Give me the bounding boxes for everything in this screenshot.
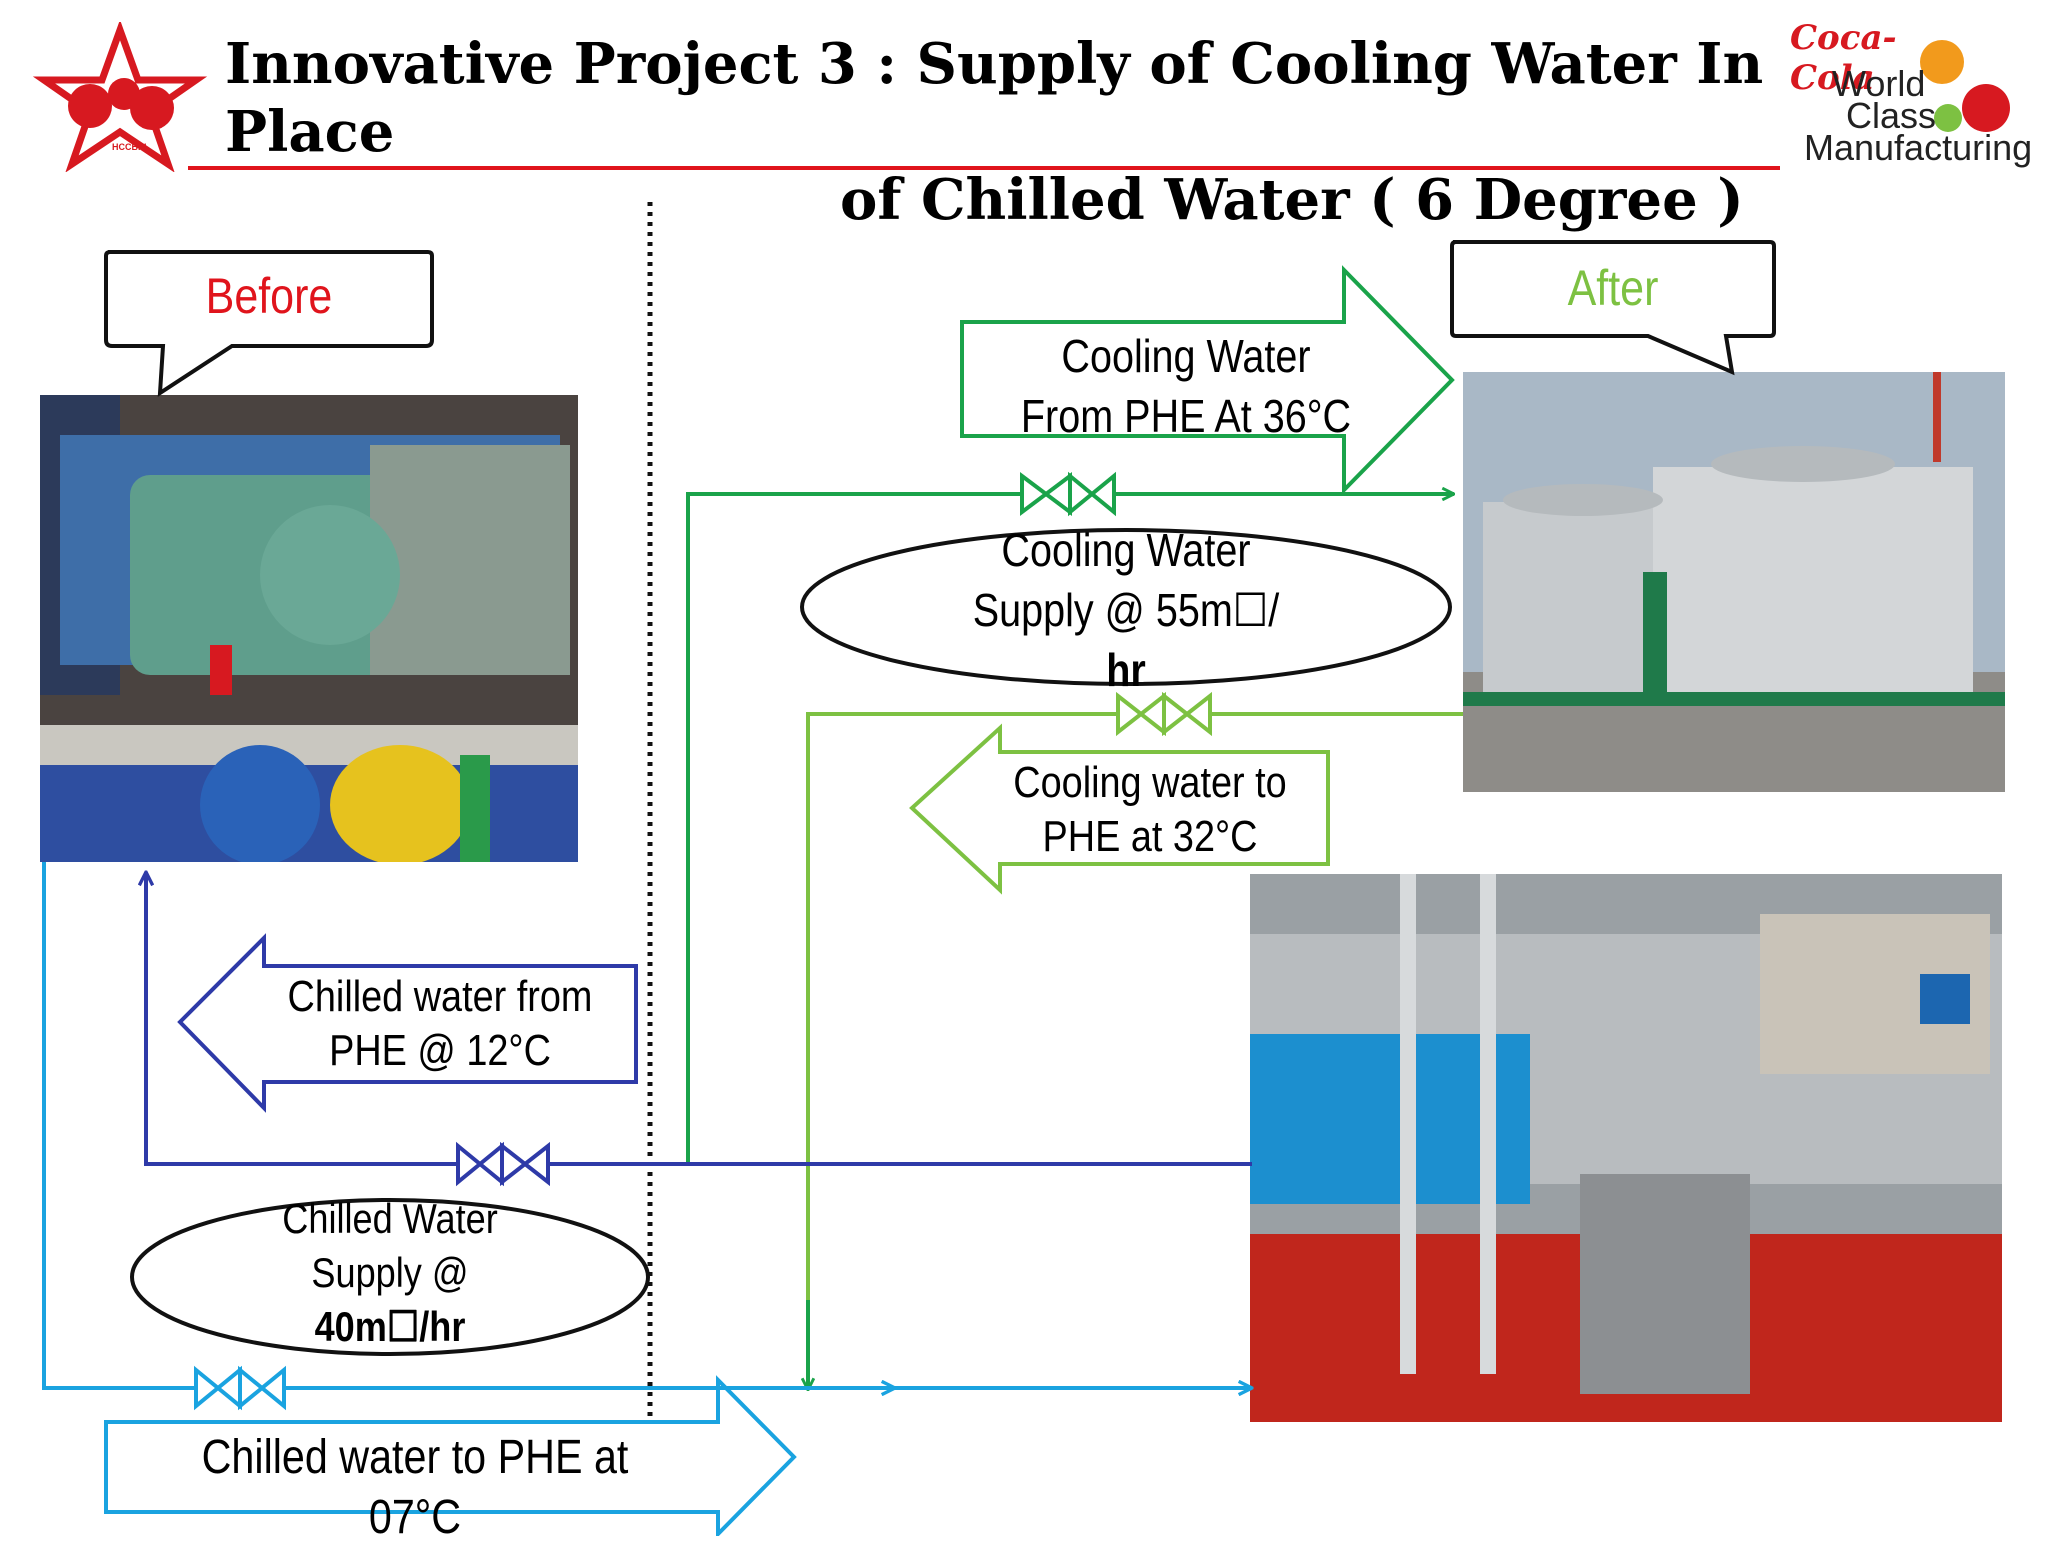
chilled-to-phe-label: Chilled water to PHE at 07°C: [201, 1431, 629, 1544]
cooling-to-phe-arrow: [909, 723, 1330, 895]
valve-chilled-return-icon: [456, 1141, 550, 1187]
chilled-supply-label: Chilled Water Supply @ 40m☐/hr: [282, 1195, 498, 1350]
chilled-supply-ellipse: [130, 1198, 650, 1356]
hccbpl-star-logo: HCCBPL: [32, 22, 208, 172]
chilled-from-phe-label: Chilled water from PHE @ 12°C: [287, 972, 593, 1075]
after-label: After: [1567, 260, 1659, 316]
logo-circle-left: [68, 84, 112, 128]
cooling-return-line: [686, 494, 1454, 1164]
chilled-to-phe-arrow: [104, 1375, 797, 1536]
chiller-compressor-photo: [40, 395, 578, 862]
cooling-supply-label: Cooling Water Supply @ 55m☐/ hr: [972, 524, 1280, 696]
gear-icon: [1920, 40, 2010, 132]
chilled-supply-line: [42, 862, 1252, 1388]
cooling-supply-ellipse: [800, 528, 1452, 686]
coca-cola-wordmark: Coca-Cola: [1790, 18, 1897, 98]
before-photo: [40, 395, 578, 862]
wcm-logo: Coca-Cola World Class Manufacturing: [1790, 16, 2040, 176]
after-callout: [1450, 240, 1776, 376]
after-photo: [1463, 372, 2005, 792]
logo-circle-right: [130, 86, 174, 130]
before-callout: [104, 250, 434, 397]
phe-photo: [1250, 874, 2002, 1422]
title-underline: [188, 166, 1780, 170]
valve-cooling-return-icon: [1020, 471, 1116, 517]
plate-heat-exchanger-photo: [1250, 874, 2002, 1422]
chilled-return-line: [146, 872, 1252, 1166]
cooling-from-phe-arrow: [960, 265, 1455, 495]
title-line-2: of Chilled Water ( 6 Degree ): [840, 167, 1744, 233]
page-title: Innovative Project 3 : Supply of Cooling…: [225, 30, 1795, 234]
wcm-line-2: Class: [1846, 95, 1937, 136]
cooling-from-phe-label: Cooling Water From PHE At 36°C: [1020, 330, 1352, 442]
valve-chilled-supply-icon: [194, 1365, 286, 1411]
wcm-line-3: Manufacturing: [1804, 127, 2033, 168]
cooling-tower-photo: [1463, 372, 2005, 792]
chilled-from-phe-arrow: [177, 933, 638, 1113]
cooling-to-phe-label: Cooling water to PHE at 32°C: [1013, 758, 1287, 861]
valve-cooling-supply-icon: [1116, 691, 1212, 737]
wcm-line-1: World: [1832, 63, 1926, 104]
before-label: Before: [205, 268, 333, 324]
logo-text: HCCBPL: [112, 142, 150, 152]
title-line-1: Innovative Project 3 : Supply of Cooling…: [225, 31, 1764, 165]
